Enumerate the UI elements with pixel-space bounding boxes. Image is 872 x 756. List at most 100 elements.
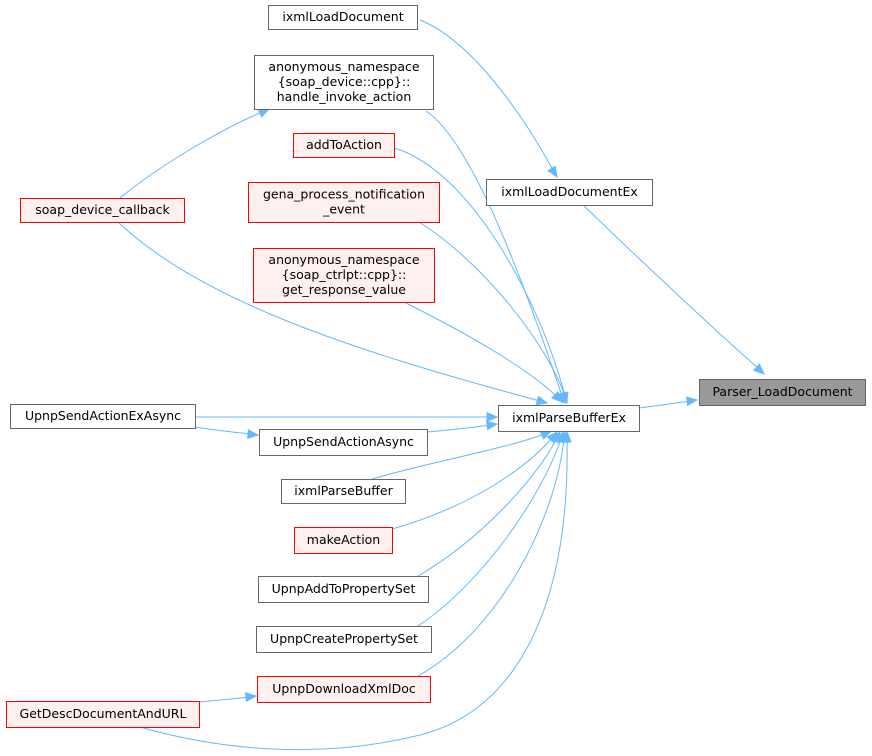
node-box [10, 404, 196, 429]
node-label: UpnpSendActionAsync [273, 434, 414, 449]
node-ixmlparsebuffer[interactable]: ixmlParseBuffer [281, 479, 406, 504]
node-makeaction[interactable]: makeAction [294, 527, 393, 554]
node-upnpcreatepropertyset[interactable]: UpnpCreatePropertySet [256, 626, 432, 653]
node-label: Parser_LoadDocument [712, 384, 852, 399]
node-label: UpnpCreatePropertySet [270, 631, 418, 646]
edge-line [418, 221, 566, 397]
node-box [259, 429, 428, 456]
edge-upnpsendactionasync-to-ixmlparsebufferex [426, 420, 499, 433]
edge-line [426, 424, 490, 433]
edge-line [198, 696, 250, 703]
node-label: {soap_device::cpp}:: [278, 74, 411, 89]
node-box [253, 248, 435, 303]
arrowhead-icon [247, 429, 260, 440]
arrowhead-icon [551, 391, 563, 403]
arrowhead-icon [752, 363, 765, 375]
node-ixmlloaddocumentex[interactable]: ixmlLoadDocumentEx [486, 179, 653, 206]
node-label: GetDescDocumentAndURL [20, 706, 187, 721]
edge-line [638, 400, 691, 409]
edge-line [194, 426, 252, 435]
node-label: ixmlParseBuffer [294, 483, 393, 498]
node-label: ixmlParseBufferEx [512, 410, 626, 425]
edge-line [403, 301, 558, 398]
node-label: _event [322, 202, 365, 217]
node-box [248, 182, 440, 223]
edge-upnpdownloadxmldoc-to-ixmlparsebufferex [417, 430, 569, 677]
edge-upnpcreatepropertyset-to-ixmlparsebufferex [417, 430, 565, 627]
edge-line [417, 438, 562, 627]
edge-line [425, 110, 563, 397]
arrowhead-icon [558, 391, 569, 405]
edge-line [391, 436, 554, 530]
edge-upnpaddtopropertyset-to-ixmlparsebufferex [417, 430, 561, 577]
node-box [257, 676, 431, 703]
arrowhead-icon [685, 396, 699, 407]
node-upnpsendactionasync[interactable]: UpnpSendActionAsync [259, 429, 428, 456]
node-label: soap_device_callback [35, 202, 170, 217]
arrowhead-icon [257, 108, 271, 118]
edge-line [119, 111, 263, 199]
node-handle-invoke-action[interactable]: anonymous_namespace{soap_device::cpp}::h… [254, 55, 434, 110]
node-box [293, 133, 395, 158]
arrowhead-icon [562, 430, 572, 443]
node-label: handle_invoke_action [277, 89, 412, 104]
node-box [294, 527, 393, 554]
node-ixmlparsebufferex[interactable]: ixmlParseBufferEx [498, 405, 640, 432]
node-getdescdocumentandurl[interactable]: GetDescDocumentAndURL [6, 701, 200, 728]
arrowhead-icon [486, 412, 499, 422]
edge-getdescdocumentandurl-to-ixmlparsebufferex [139, 430, 572, 751]
edge-ixmlloaddocument-to-ixmlloaddocumentex [419, 19, 558, 179]
node-box [256, 626, 432, 653]
edge-line [582, 204, 759, 369]
node-label: get_response_value [282, 282, 406, 297]
edge-line [371, 433, 546, 480]
edge-get-response-value-to-ixmlparsebufferex [403, 301, 563, 403]
edge-upnpsendactionexasync-to-ixmlparsebufferex [195, 412, 499, 422]
node-box [498, 405, 640, 432]
node-label: {soap_ctrlpt::cpp}:: [282, 267, 407, 282]
node-box [254, 55, 434, 110]
edge-getdescdocumentandurl-to-upnpdownloadxmldoc [198, 692, 258, 703]
nodes-layer: ixmlLoadDocumentanonymous_namespace{soap… [6, 5, 866, 728]
arrowhead-icon [245, 692, 258, 703]
node-box [281, 479, 406, 504]
edge-line [393, 147, 566, 397]
edge-soap-device-callback-to-handle-invoke-action [119, 108, 271, 199]
node-parser-loaddocument[interactable]: Parser_LoadDocument [699, 379, 866, 406]
edges-layer [117, 19, 765, 751]
arrowhead-icon [535, 395, 549, 406]
node-label: ixmlLoadDocument [282, 9, 403, 24]
node-box [6, 701, 200, 728]
node-get-response-value[interactable]: anonymous_namespace{soap_ctrlpt::cpp}::g… [253, 248, 435, 303]
node-ixmlloaddocument[interactable]: ixmlLoadDocument [268, 5, 418, 30]
edge-line [417, 438, 565, 677]
edge-line [117, 221, 541, 402]
node-label: gena_process_notification [263, 187, 425, 202]
node-gena-process-notification-event[interactable]: gena_process_notification_event [248, 182, 440, 223]
node-box [486, 179, 653, 206]
edge-ixmlparsebuffer-to-ixmlparsebufferex [371, 430, 553, 480]
edge-soap-device-callback-to-ixmlparsebufferex [117, 221, 549, 406]
edge-ixmlparsebufferex-to-parser-loaddocument [638, 396, 699, 409]
node-label: addToAction [306, 137, 382, 152]
edge-gena-process-notification-event-to-ixmlparsebufferex [418, 221, 569, 405]
node-upnpaddtopropertyset[interactable]: UpnpAddToPropertySet [258, 576, 429, 603]
node-label: UpnpDownloadXmlDoc [272, 681, 416, 696]
node-soap-device-callback[interactable]: soap_device_callback [20, 198, 185, 223]
arrowhead-icon [485, 420, 499, 431]
node-label: anonymous_namespace [268, 59, 419, 74]
edge-line [417, 437, 558, 577]
node-box [268, 5, 418, 30]
node-label: UpnpSendActionExAsync [25, 408, 181, 423]
node-upnpdownloadxmldoc[interactable]: UpnpDownloadXmlDoc [257, 676, 431, 703]
node-addtoaction[interactable]: addToAction [293, 133, 395, 158]
node-label: ixmlLoadDocumentEx [501, 184, 638, 199]
node-box [258, 576, 429, 603]
node-box [699, 379, 866, 406]
node-label: anonymous_namespace [268, 252, 419, 267]
arrowhead-icon [547, 165, 558, 179]
node-label: UpnpAddToPropertySet [272, 581, 416, 596]
edge-line [139, 439, 568, 751]
node-upnpsendactionexasync[interactable]: UpnpSendActionExAsync [10, 404, 196, 429]
